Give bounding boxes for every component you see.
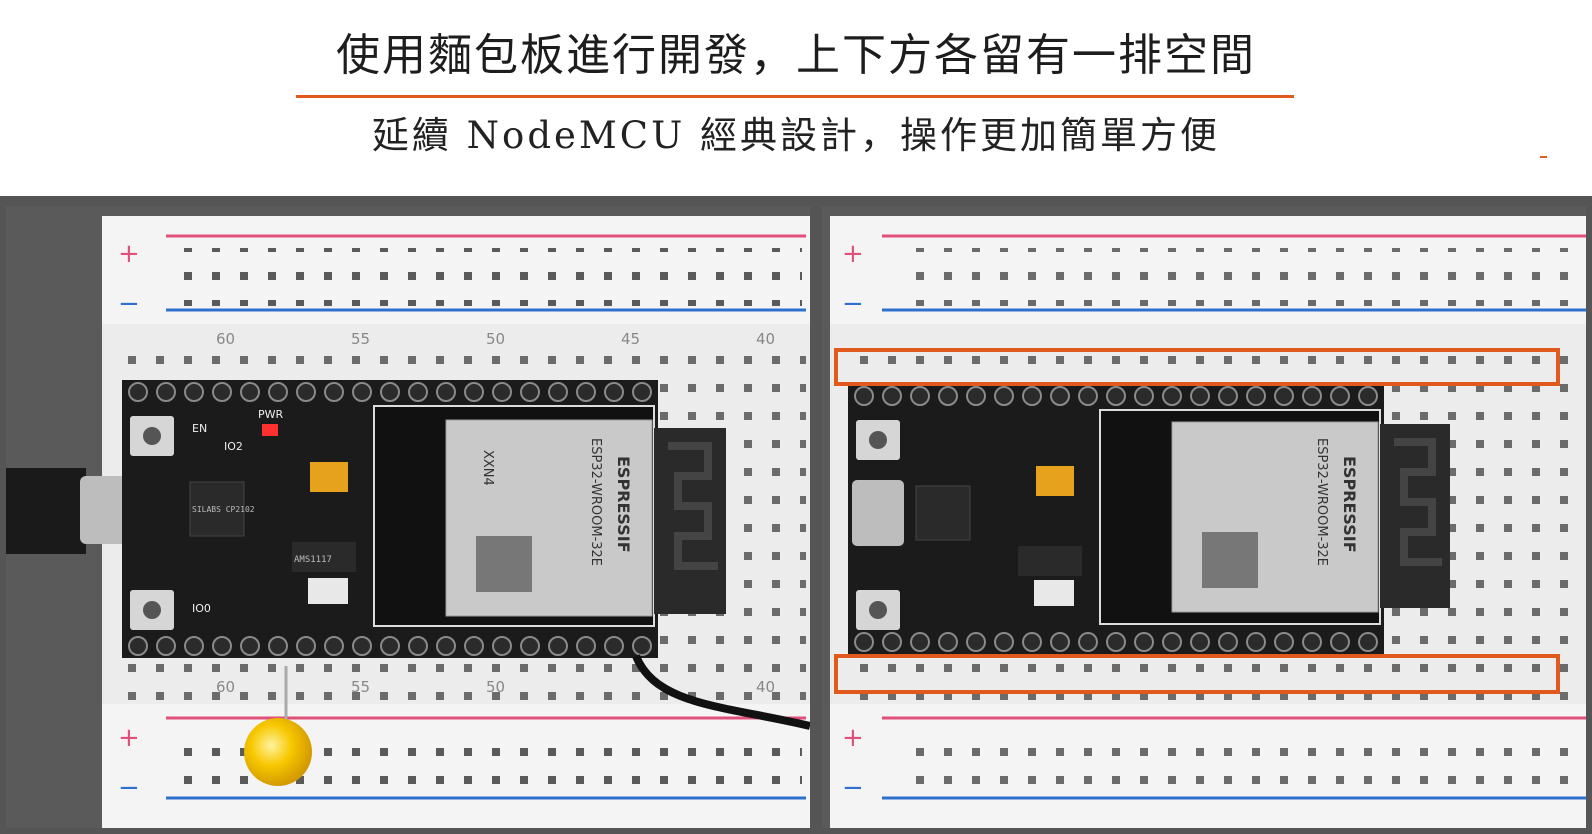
row-number: 40 — [756, 330, 775, 348]
yellow-led — [244, 718, 312, 786]
rail-plus-bottom: + — [842, 723, 864, 753]
qr-code — [1202, 532, 1258, 588]
row-number: 60 — [216, 678, 235, 696]
row-number: 40 — [756, 678, 775, 696]
boot-label: IO0 — [192, 602, 211, 615]
row-numbers-top: 60 55 50 45 40 — [216, 330, 775, 348]
photo-right-svg: + − + − — [822, 206, 1586, 828]
caption-title: 使用麵包板進行開發，上下方各留有一排空間 — [336, 30, 1256, 81]
rail-plus-top: + — [118, 239, 140, 269]
highlight-box-top-row — [834, 348, 1560, 386]
photo-left-svg: + − + − 60 55 50 45 40 60 55 50 — [6, 206, 810, 828]
module-model: ESP32-WROOM-32E — [588, 438, 603, 566]
title-underline — [296, 95, 1294, 98]
pwr-led — [262, 424, 278, 436]
chip-label: SILABS CP2102 — [192, 505, 255, 514]
capacitor — [310, 462, 348, 492]
rail-plus-bottom: + — [118, 723, 140, 753]
usb-uart-chip — [189, 481, 245, 537]
regulator-tab — [308, 578, 348, 604]
regulator-label: AMS1117 — [294, 555, 332, 565]
caption-subtitle: 延續 NodeMCU 經典設計，操作更加簡單方便 — [371, 114, 1221, 157]
row-number: 55 — [351, 330, 370, 348]
row-number: 50 — [486, 678, 505, 696]
capacitor — [1036, 466, 1074, 496]
row-number: 45 — [621, 330, 640, 348]
module-brand: ESPRESSIF — [1340, 456, 1359, 553]
rail-minus-top: − — [118, 289, 140, 319]
highlight-box-bottom-row — [834, 654, 1560, 694]
module-model: ESP32-WROOM-32E — [1314, 438, 1329, 566]
qr-code — [476, 536, 532, 592]
antenna — [1380, 424, 1450, 608]
photo-right-breadboard: + − + − — [822, 206, 1586, 828]
module-brand: ESPRESSIF — [614, 456, 633, 553]
regulator — [1018, 546, 1082, 576]
photo-left-breadboard: + − + − 60 55 50 45 40 60 55 50 — [6, 206, 810, 828]
rail-plus-top: + — [842, 239, 864, 269]
rail-minus-bottom: − — [842, 773, 864, 803]
regulator-tab — [1034, 580, 1074, 606]
jumper-wire — [632, 654, 810, 730]
row-number: 60 — [216, 330, 235, 348]
photo-frame: + − + − 60 55 50 45 40 60 55 50 — [0, 196, 1592, 834]
usb-connector — [852, 480, 904, 546]
pwr-label: PWR — [258, 408, 284, 421]
en-label: EN — [192, 422, 207, 435]
usb-cable — [6, 468, 86, 554]
row-number: 55 — [351, 678, 370, 696]
antenna — [654, 428, 726, 614]
row-numbers-bottom: 60 55 50 40 — [216, 678, 775, 696]
rail-minus-bottom: − — [118, 773, 140, 803]
usb-uart-chip — [915, 485, 971, 541]
row-number: 50 — [486, 330, 505, 348]
rail-minus-top: − — [842, 289, 864, 319]
module-code: XXN4 — [480, 450, 495, 486]
caption-header: 使用麵包板進行開發，上下方各留有一排空間 延續 NodeMCU 經典設計，操作更… — [0, 0, 1592, 196]
regulator — [292, 542, 356, 572]
io2-label: IO2 — [224, 440, 243, 453]
accent-mark — [1540, 156, 1547, 158]
